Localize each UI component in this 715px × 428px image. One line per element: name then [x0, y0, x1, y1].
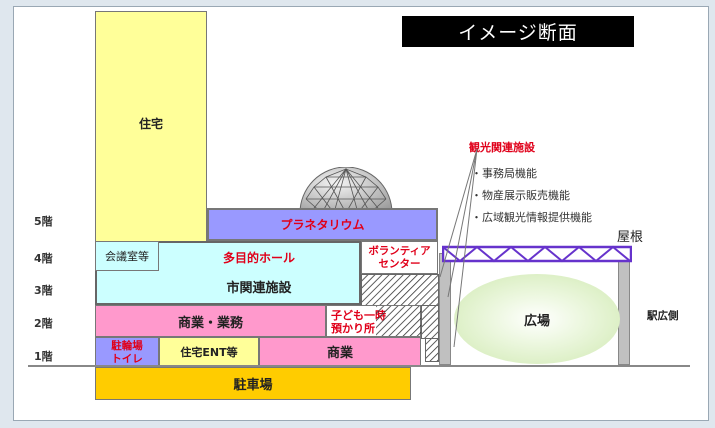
meeting-room-cover: [95, 241, 159, 271]
bicycle-label: 駐輪場: [111, 340, 143, 352]
floor-label-5: 5階: [34, 215, 53, 228]
tourism-heading: 観光関連施設: [469, 141, 535, 154]
ground-line: [28, 365, 690, 367]
title-box: イメージ断面: [402, 16, 634, 47]
tourism-list: ・事務局機能 ・物産展示販売機能 ・広域観光情報提供機能: [471, 163, 592, 229]
commercial-label: 商業: [326, 346, 353, 361]
roof-label: 屋根: [617, 230, 644, 245]
multipurpose-hall-label: 多目的ホール: [222, 250, 295, 265]
meeting-room-caption: 会議室等: [105, 250, 149, 263]
planetarium-dome: [299, 167, 393, 213]
tourism-item-3: ・広域観光情報提供機能: [471, 211, 592, 224]
childcare-label-2: 預かり所: [331, 322, 375, 335]
city-facilities-label: 市関連施設: [226, 280, 292, 296]
housing-block: 住宅: [95, 11, 207, 245]
volunteer-center-block: ボランティア センター: [361, 241, 438, 274]
city-facilities-area: 市関連施設: [164, 273, 354, 299]
floor-label-1: 1階: [34, 350, 53, 363]
commercial-business-label: 商業・業務: [177, 315, 243, 331]
housing-label: 住宅: [138, 116, 163, 131]
commercial-business-block: 商業・業務: [95, 305, 326, 337]
station-side-label: 駅広側: [647, 310, 679, 322]
tourism-item-1: ・事務局機能: [471, 167, 537, 180]
volunteer-label-1: ボランティア: [368, 245, 431, 257]
roof-truss: [442, 245, 632, 263]
floor-label-3: 3階: [34, 284, 53, 297]
meeting-room-text: 会議室等: [95, 241, 159, 271]
column-right: [618, 253, 630, 365]
childcare-label-1: 子ども一時: [331, 309, 386, 322]
toilet-label: トイレ: [111, 353, 143, 365]
parking-block: 駐車場: [95, 367, 411, 400]
parking-label: 駐車場: [233, 378, 273, 393]
plaza-label: 広場: [523, 313, 550, 329]
title-text: イメージ断面: [458, 22, 578, 44]
floor-label-2: 2階: [34, 317, 53, 330]
planetarium-block: プラネタリウム: [207, 208, 438, 241]
diagram-frame: イメージ断面 5階 4階 3階 2階 1階 住宅 プラネタリウム 会議: [13, 6, 709, 421]
bicycle-toilet-block: 駐輪場 トイレ: [95, 337, 159, 366]
hatched-shaft: [361, 274, 439, 362]
floor-label-4: 4階: [34, 252, 53, 265]
multipurpose-hall-area: 多目的ホール: [164, 245, 354, 269]
commercial-block: 商業: [259, 337, 421, 366]
housing-entrance-label: 住宅ENT等: [180, 345, 238, 359]
planetarium-label: プラネタリウム: [280, 218, 365, 232]
tourism-item-2: ・物産展示販売機能: [471, 189, 570, 202]
housing-entrance-block: 住宅ENT等: [159, 337, 259, 366]
volunteer-label-2: センター: [378, 258, 421, 270]
tourism-leader-lines: [439, 148, 478, 348]
plaza-ellipse: 広場: [454, 274, 620, 364]
childcare-hatch: [376, 306, 421, 336]
